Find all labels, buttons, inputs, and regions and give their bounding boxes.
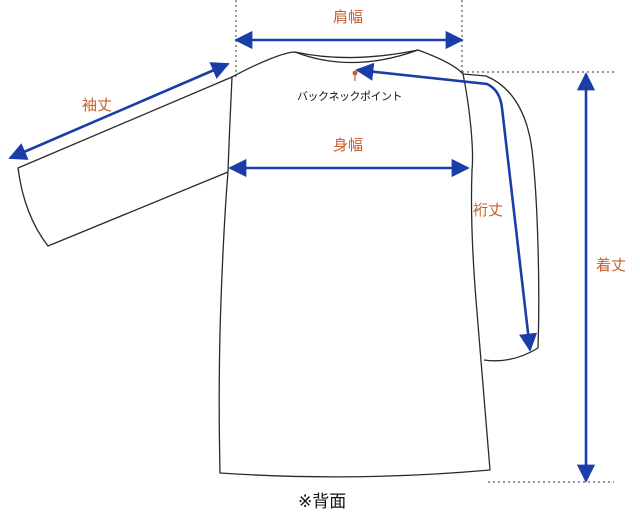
sleeve-length-label: 袖丈 [82,96,113,114]
back-view-note: ※背面 [298,492,347,512]
yuki-length-arrow [355,62,538,352]
yuki-length-label: 裄丈 [473,201,504,219]
guide-lines [235,0,614,483]
body-width-label: 身幅 [333,136,364,154]
measurement-arrows [8,30,596,483]
back-neck-point-label: バックネックポイント [297,90,403,103]
total-length-label: 着丈 [596,256,627,274]
garment-outline [17,49,540,478]
sleeve-length-arrow [8,62,230,160]
body-outline [218,49,491,478]
back-neckline [294,49,419,64]
left-sleeve-outline [17,76,233,247]
back-neck-point-marker [352,70,358,81]
shoulder-width-label: 肩幅 [333,8,364,26]
